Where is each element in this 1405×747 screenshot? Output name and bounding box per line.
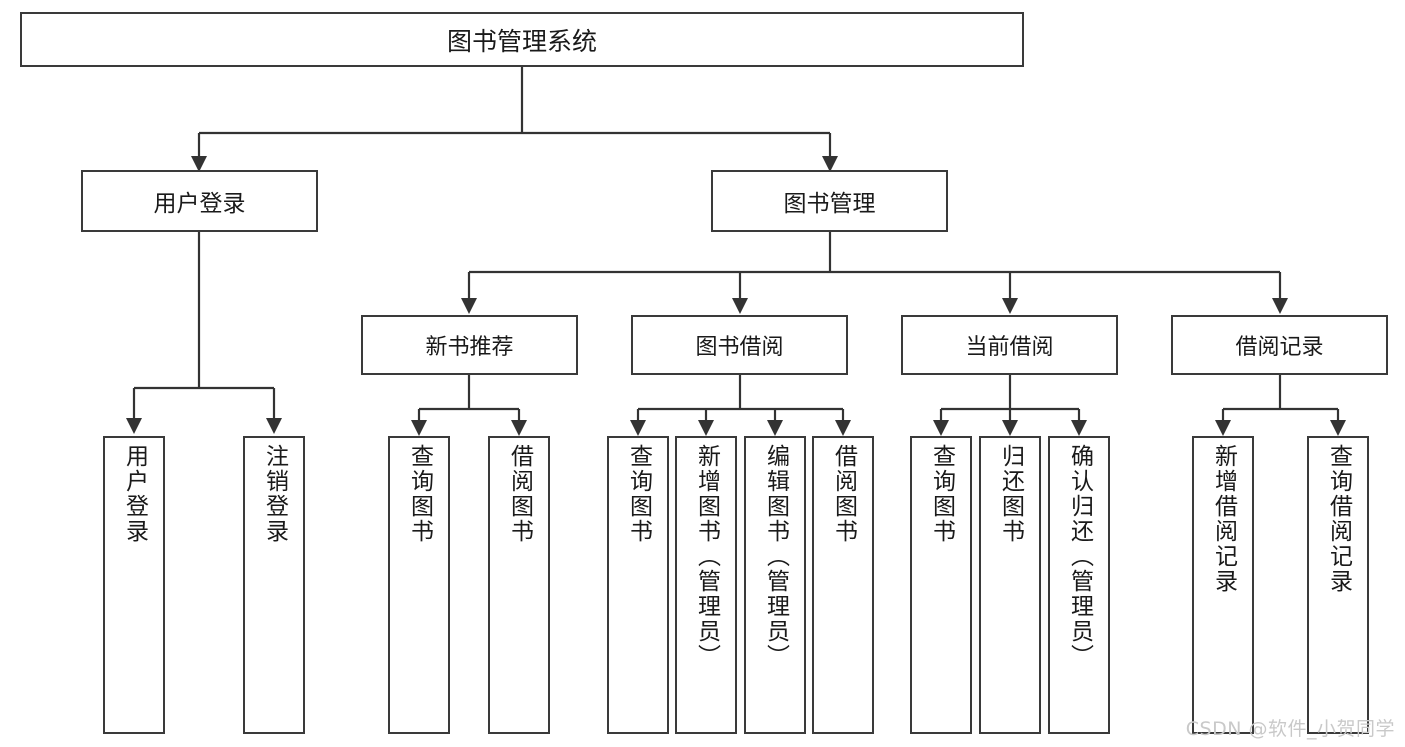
node-borrow-record[interactable]: 借阅记录 xyxy=(1171,315,1388,375)
leaf-borrow-book-2[interactable]: 借阅图书 xyxy=(812,436,874,734)
leaf-edit-book-label: 编辑图书（管理员） xyxy=(762,444,789,669)
leaf-query-book-2-label: 查询图书 xyxy=(625,444,652,544)
node-book-borrow[interactable]: 图书借阅 xyxy=(631,315,848,375)
leaf-query-book-1-label: 查询图书 xyxy=(406,444,433,544)
leaf-query-book-3-label: 查询图书 xyxy=(928,444,955,544)
leaf-user-login[interactable]: 用户登录 xyxy=(103,436,165,734)
leaf-add-record-label: 新增借阅记录 xyxy=(1210,444,1237,594)
leaf-query-book-2[interactable]: 查询图书 xyxy=(607,436,669,734)
node-root[interactable]: 图书管理系统 xyxy=(20,12,1024,67)
node-borrow-record-label: 借阅记录 xyxy=(1235,335,1324,360)
leaf-query-book-3[interactable]: 查询图书 xyxy=(910,436,972,734)
leaf-user-logout[interactable]: 注销登录 xyxy=(243,436,305,734)
node-new-book-recommend-label: 新书推荐 xyxy=(425,335,514,360)
leaf-user-login-label: 用户登录 xyxy=(121,444,148,544)
node-user-login-label: 用户登录 xyxy=(153,191,246,217)
leaf-confirm-return-label: 确认归还（管理员） xyxy=(1066,444,1093,669)
node-book-manage[interactable]: 图书管理 xyxy=(711,170,948,232)
leaf-edit-book[interactable]: 编辑图书（管理员） xyxy=(744,436,806,734)
leaf-borrow-book-2-label: 借阅图书 xyxy=(830,444,857,544)
leaf-user-logout-label: 注销登录 xyxy=(261,444,288,544)
leaf-query-record-label: 查询借阅记录 xyxy=(1325,444,1352,594)
leaf-return-book-label: 归还图书 xyxy=(997,444,1024,544)
leaf-return-book[interactable]: 归还图书 xyxy=(979,436,1041,734)
node-root-label: 图书管理系统 xyxy=(446,26,597,56)
leaf-borrow-book-1[interactable]: 借阅图书 xyxy=(488,436,550,734)
node-user-login[interactable]: 用户登录 xyxy=(81,170,318,232)
leaf-add-record[interactable]: 新增借阅记录 xyxy=(1192,436,1254,734)
node-current-borrow-label: 当前借阅 xyxy=(965,335,1054,360)
leaf-query-record[interactable]: 查询借阅记录 xyxy=(1307,436,1369,734)
node-book-manage-label: 图书管理 xyxy=(783,191,876,217)
watermark: CSDN @软件_小贺同学 xyxy=(1185,718,1395,740)
leaf-add-book-label: 新增图书（管理员） xyxy=(693,444,720,669)
node-book-borrow-label: 图书借阅 xyxy=(695,335,784,360)
leaf-confirm-return[interactable]: 确认归还（管理员） xyxy=(1048,436,1110,734)
leaf-query-book-1[interactable]: 查询图书 xyxy=(388,436,450,734)
leaf-add-book[interactable]: 新增图书（管理员） xyxy=(675,436,737,734)
node-new-book-recommend[interactable]: 新书推荐 xyxy=(361,315,578,375)
leaf-borrow-book-1-label: 借阅图书 xyxy=(506,444,533,544)
node-current-borrow[interactable]: 当前借阅 xyxy=(901,315,1118,375)
